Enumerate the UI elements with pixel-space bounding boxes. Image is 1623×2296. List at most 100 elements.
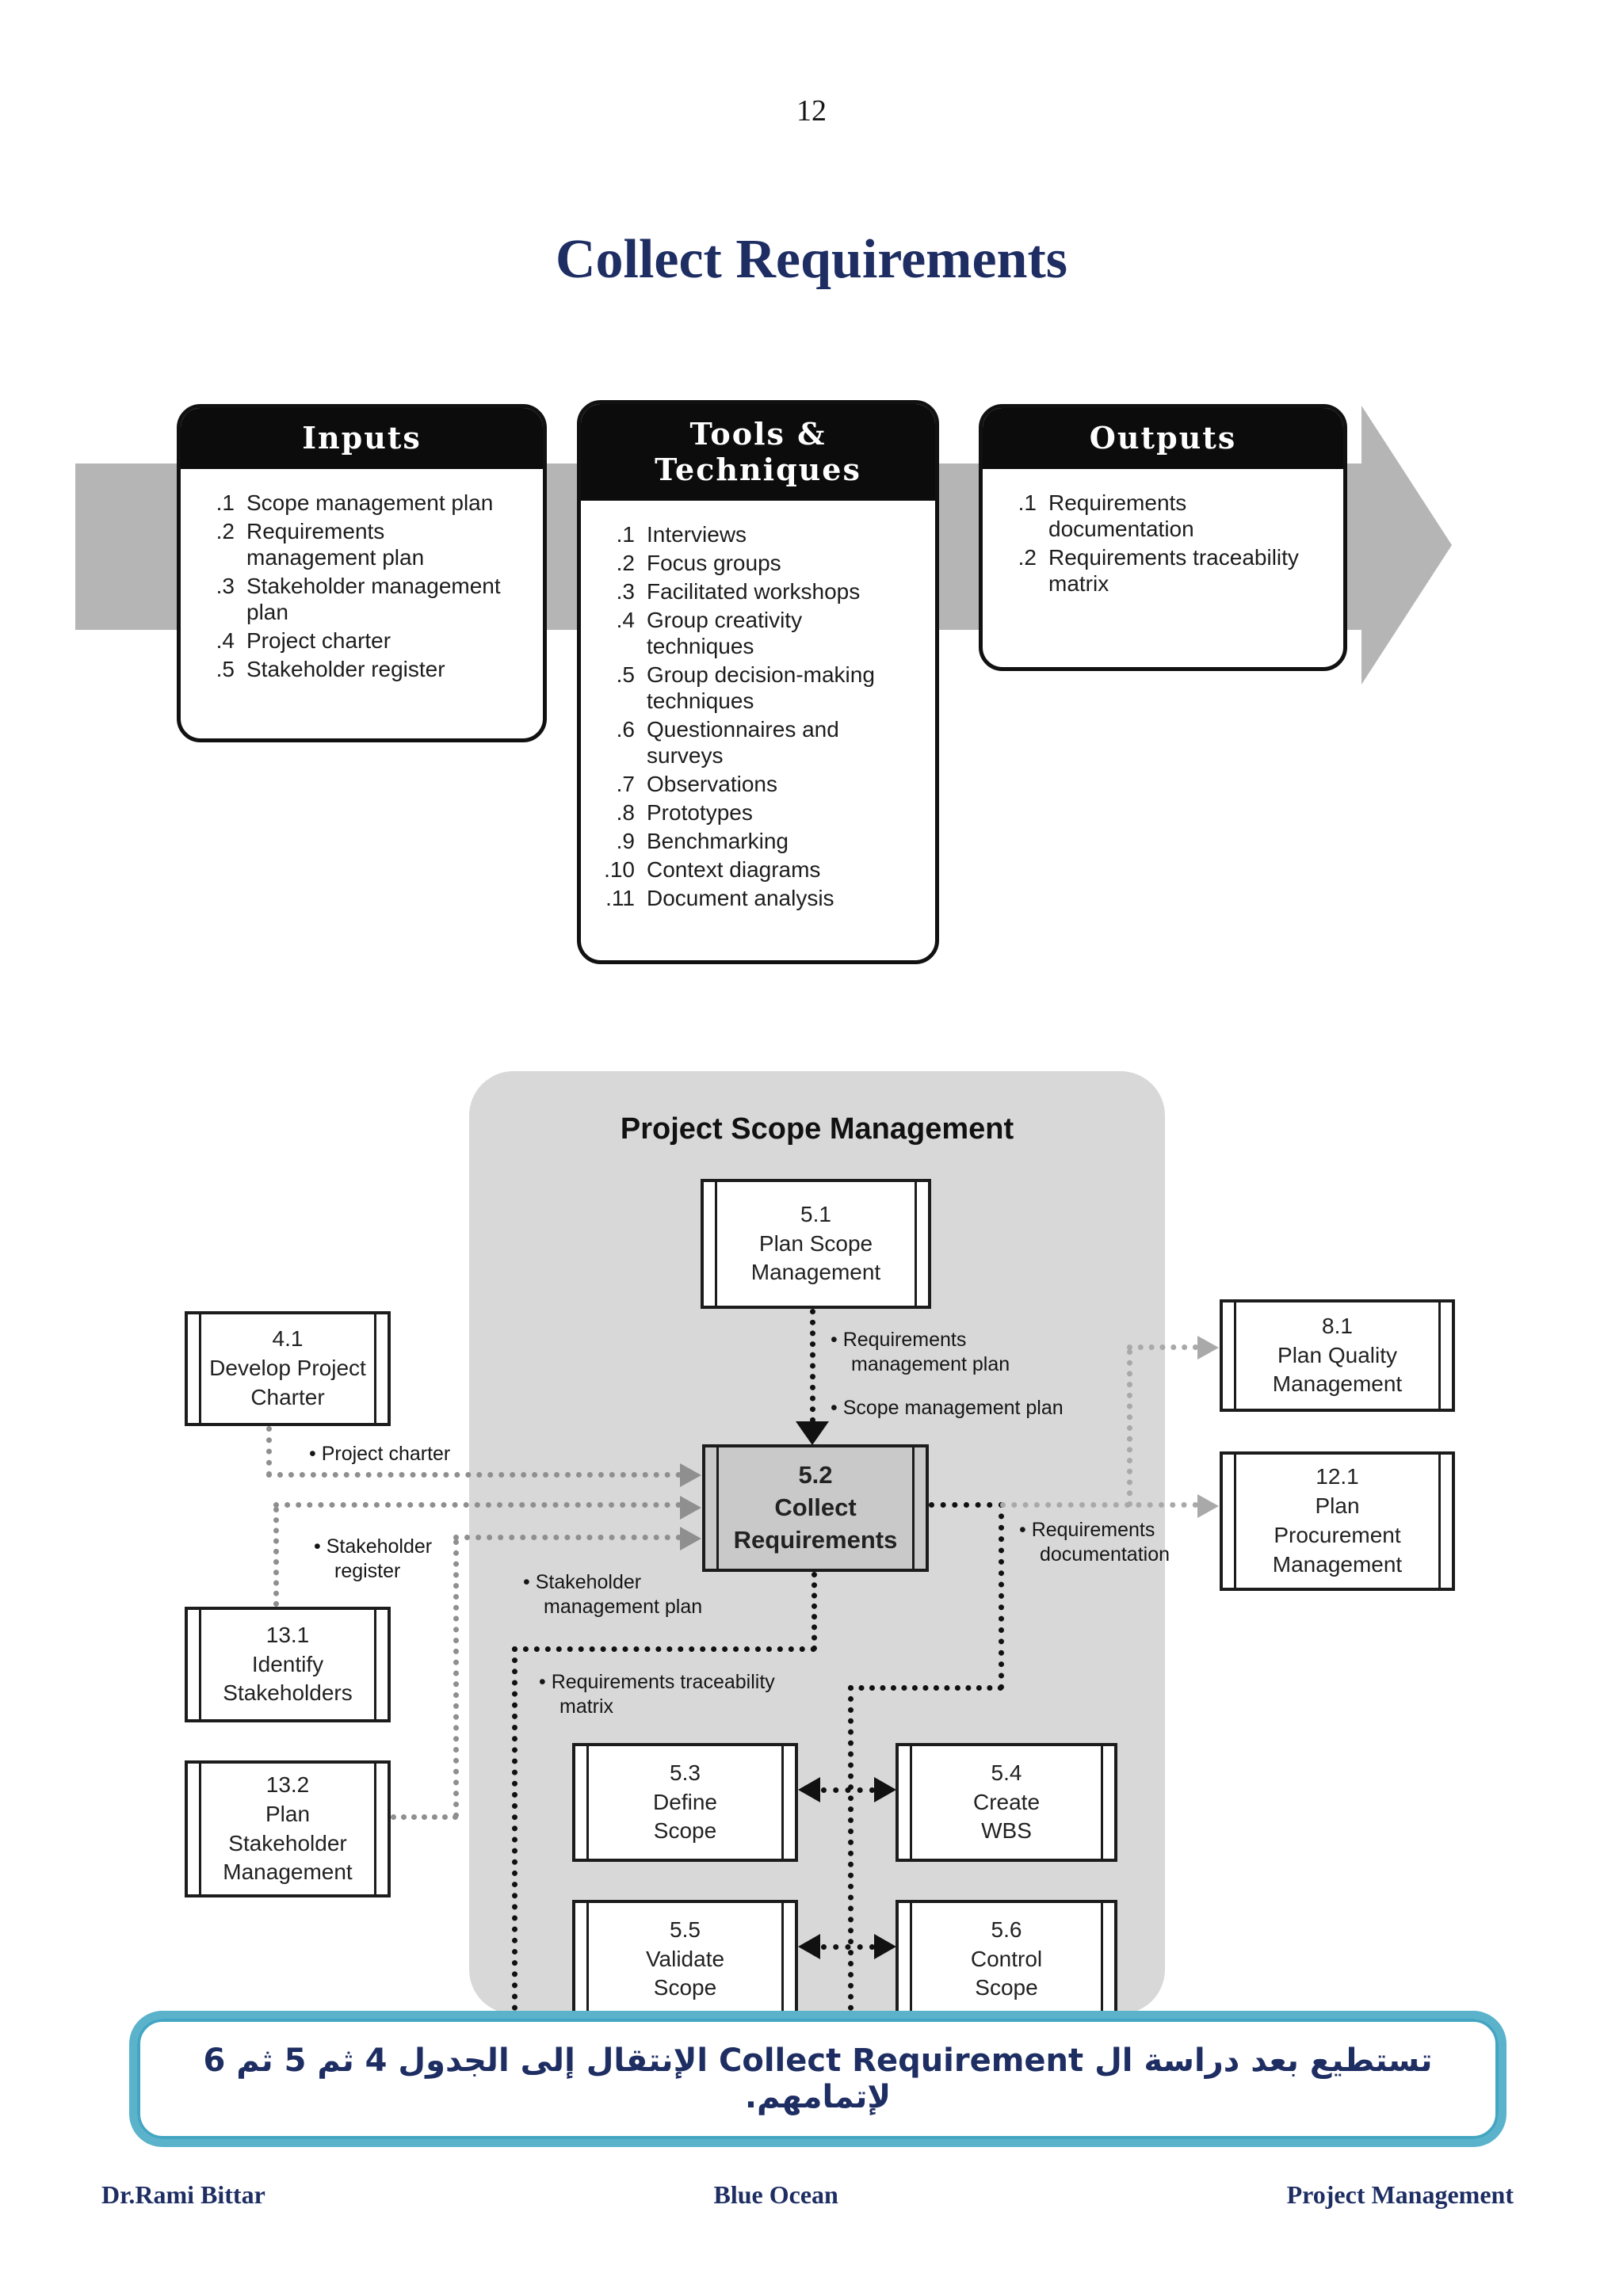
item-text: Requirements traceability matrix <box>1048 545 1299 597</box>
node-plan-procurement-management: 12.1 Plan Procurement Management <box>1220 1451 1455 1591</box>
connector-132-to-52 <box>391 1814 458 1820</box>
note-text: تستطيع بعد دراسة ال Collect Requirement … <box>203 2042 1433 2115</box>
connector-132-to-52 <box>453 1539 459 1818</box>
item-number: .10 <box>604 857 635 883</box>
outputs-list: .1 Requirements documentation .2 Requiremen… <box>983 469 1343 597</box>
connector-52-to-81 <box>1127 1349 1132 1507</box>
item-number: .11 <box>605 886 635 911</box>
ito-list-item: .1 Scope management plan <box>189 490 535 516</box>
arrow-right-icon <box>874 1777 896 1802</box>
label-stakeholder-register: • Stakeholder register <box>314 1535 433 1582</box>
arrow-right-icon <box>1197 1336 1219 1360</box>
item-text: Scope management plan <box>246 490 494 515</box>
page-number: 12 <box>796 94 827 128</box>
diagram-title: Project Scope Management <box>620 1112 1014 1146</box>
connector-52-traceability <box>512 1646 816 1652</box>
item-number: .1 <box>616 522 635 547</box>
connector-55-56 <box>821 1944 875 1950</box>
item-text: Focus groups <box>647 551 781 576</box>
item-number: .6 <box>616 717 635 742</box>
label-stakeholder-management-plan: • Stakeholder management plan <box>523 1571 703 1618</box>
inputs-list: .1 Scope management plan .2 Requirements ma… <box>181 469 543 682</box>
connector-51-to-52 <box>810 1309 815 1423</box>
connector-52-traceability <box>512 1646 517 2011</box>
ito-list-item: .6 Questionnaires and surveys <box>589 716 927 769</box>
item-text: Stakeholder management plan <box>246 574 501 625</box>
connector-52-outputs <box>848 1685 1003 1691</box>
page-title: Collect Requirements <box>555 229 1068 290</box>
note-box: تستطيع بعد دراسة ال Collect Requirement … <box>129 2011 1507 2147</box>
connector-52-outputs <box>929 1502 1004 1508</box>
connector-52-to-121 <box>1000 1502 1198 1508</box>
ito-list-item: .10 Context diagrams <box>589 856 927 883</box>
node-collect-requirements: 5.2 Collect Requirements <box>702 1444 929 1572</box>
item-number: .5 <box>616 662 635 688</box>
connector-132-to-52 <box>453 1535 682 1540</box>
label-requirements-management-plan: • Requirements management plan <box>831 1329 1010 1375</box>
footer-course: Project Management <box>1286 2180 1514 2209</box>
item-text: Requirements management plan <box>246 519 425 570</box>
arrow-right-icon <box>874 1934 896 1959</box>
ito-list-item: .1 Interviews <box>589 521 927 547</box>
item-number: .1 <box>216 490 235 515</box>
item-text: Prototypes <box>647 800 753 826</box>
item-number: .2 <box>216 519 235 544</box>
ito-list-item: .1 Requirements documentation <box>991 490 1335 542</box>
node-validate-scope: 5.5 Validate Scope <box>572 1900 798 2019</box>
connector-52-traceability <box>812 1572 817 1651</box>
ito-list-item: .3 Stakeholder management plan <box>189 573 535 625</box>
ito-list-item: .8 Prototypes <box>589 799 927 826</box>
connector-53-54 <box>821 1787 875 1793</box>
node-identify-stakeholders: 13.1 Identify Stakeholders <box>185 1607 391 1722</box>
label-project-charter: • Project charter <box>309 1443 451 1465</box>
connector-41-to-52 <box>266 1472 682 1478</box>
inputs-box: Inputs .1 Scope management plan .2 Requirem… <box>177 404 547 742</box>
item-number: .2 <box>616 551 635 576</box>
node-create-wbs: 5.4 Create WBS <box>896 1743 1117 1862</box>
item-number: .3 <box>216 574 235 599</box>
arrow-left-icon <box>798 1934 820 1959</box>
item-text: Stakeholder register <box>246 657 445 682</box>
item-text: Group decision-making techniques <box>647 662 875 714</box>
item-number: .9 <box>616 829 635 854</box>
arrow-right-icon <box>680 1496 701 1520</box>
item-text: Interviews <box>647 522 747 547</box>
item-number: .8 <box>616 800 635 826</box>
node-develop-project-charter: 4.1 Develop Project Charter <box>185 1311 391 1426</box>
note-box-inner: تستطيع بعد دراسة ال Collect Requirement … <box>137 2019 1499 2139</box>
item-text: Context diagrams <box>647 857 821 883</box>
item-number: .7 <box>616 772 635 797</box>
footer-author: Dr.Rami Bittar <box>101 2180 265 2209</box>
node-control-scope: 5.6 Control Scope <box>896 1900 1117 2019</box>
outputs-header: Outputs <box>983 408 1343 469</box>
footer: Dr.Rami Bittar Blue Ocean Project Manage… <box>101 2180 1514 2210</box>
connector-131-to-52 <box>273 1502 682 1508</box>
arrow-left-icon <box>798 1777 820 1802</box>
item-text: Project charter <box>246 628 391 654</box>
item-text: Requirements documentation <box>1048 490 1194 542</box>
item-number: .4 <box>616 608 635 633</box>
inputs-header: Inputs <box>181 408 543 469</box>
ito-list-item: .5 Group decision-making techniques <box>589 662 927 714</box>
arrow-right-icon <box>1197 1494 1219 1518</box>
arrow-right-icon <box>680 1527 701 1550</box>
item-number: .3 <box>616 579 635 605</box>
item-number: .2 <box>1018 545 1037 570</box>
connector-52-outputs <box>999 1502 1004 1690</box>
item-number: .1 <box>1018 490 1037 515</box>
ito-list-item: .2 Requirements management plan <box>189 518 535 570</box>
item-text: Questionnaires and surveys <box>647 717 839 769</box>
connector-52-outputs <box>848 1685 854 2011</box>
connector-41-to-52 <box>266 1426 272 1477</box>
node-define-scope: 5.3 Define Scope <box>572 1743 798 1862</box>
item-text: Observations <box>647 772 777 797</box>
tools-techniques-header: Tools & Techniques <box>581 404 935 501</box>
right-arrow-icon <box>1361 406 1452 685</box>
